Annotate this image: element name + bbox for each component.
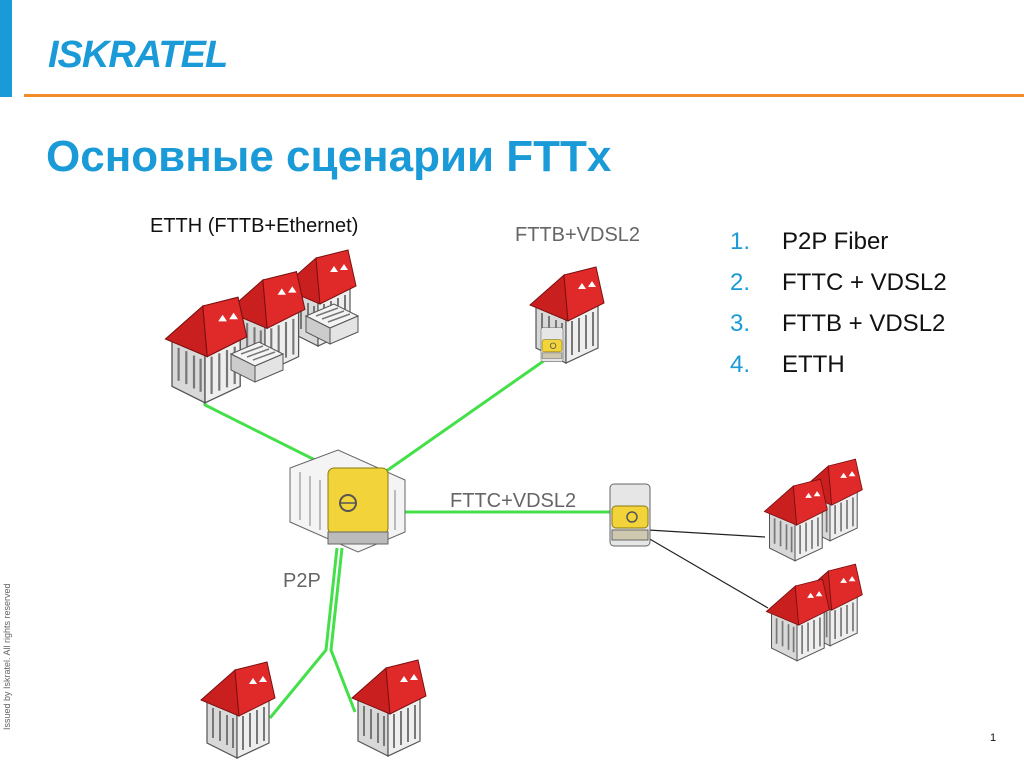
page-number: 1 <box>990 732 997 744</box>
iskratel-logo: ISKRATEL <box>48 34 228 77</box>
header-divider <box>24 94 1024 97</box>
fttc-houses-bottom <box>765 563 864 662</box>
label-fttc: FTTC+VDSL2 <box>450 490 577 512</box>
list-item: 2. FTTC + VDSL2 <box>730 269 947 310</box>
list-item-number: 3. <box>730 310 751 337</box>
slide-title: Основные сценарии FTTx <box>46 132 612 181</box>
fiber-links <box>203 328 612 719</box>
fiber-p2p-link-left <box>268 547 339 719</box>
fiber-p2p-link-right <box>329 547 357 713</box>
fttc-cabinet <box>609 483 651 547</box>
list-item-text: FTTC + VDSL2 <box>782 269 947 296</box>
label-etth: ETTH (FTTB+Ethernet) <box>150 215 359 237</box>
label-fttb: FTTB+VDSL2 <box>515 224 641 246</box>
central-olt <box>289 449 406 553</box>
list-item-text: FTTB + VDSL2 <box>782 310 946 337</box>
list-item: 4. ETTH <box>730 351 947 392</box>
fttc-houses-top <box>763 458 864 562</box>
list-item-text: P2P Fiber <box>782 228 889 255</box>
logo-text-tel: TEL <box>158 34 228 76</box>
p2p-house-right <box>351 659 427 757</box>
scenario-list: 1. P2P Fiber 2. FTTC + VDSL2 3. FTTB + VDSL… <box>730 228 947 392</box>
list-item: 1. P2P Fiber <box>730 228 947 269</box>
list-item: 3. FTTB + VDSL2 <box>730 310 947 351</box>
logo-text-iskra: ISKRA <box>48 34 159 76</box>
fiber-fttb-link <box>384 358 546 474</box>
list-item-number: 2. <box>730 269 751 296</box>
copper-link-top <box>647 529 766 538</box>
fttb-dslam <box>540 327 564 363</box>
list-item-number: 1. <box>730 228 751 255</box>
left-accent-bar <box>0 0 12 97</box>
list-item-text: ETTH <box>782 351 845 378</box>
p2p-house-left <box>200 661 276 759</box>
list-item-number: 4. <box>730 351 751 378</box>
copper-link-bottom <box>647 537 769 609</box>
copper-links <box>647 529 769 609</box>
copyright-note: Issued by Iskratel. All rights reserved <box>2 583 12 730</box>
label-p2p: P2P <box>283 570 321 592</box>
